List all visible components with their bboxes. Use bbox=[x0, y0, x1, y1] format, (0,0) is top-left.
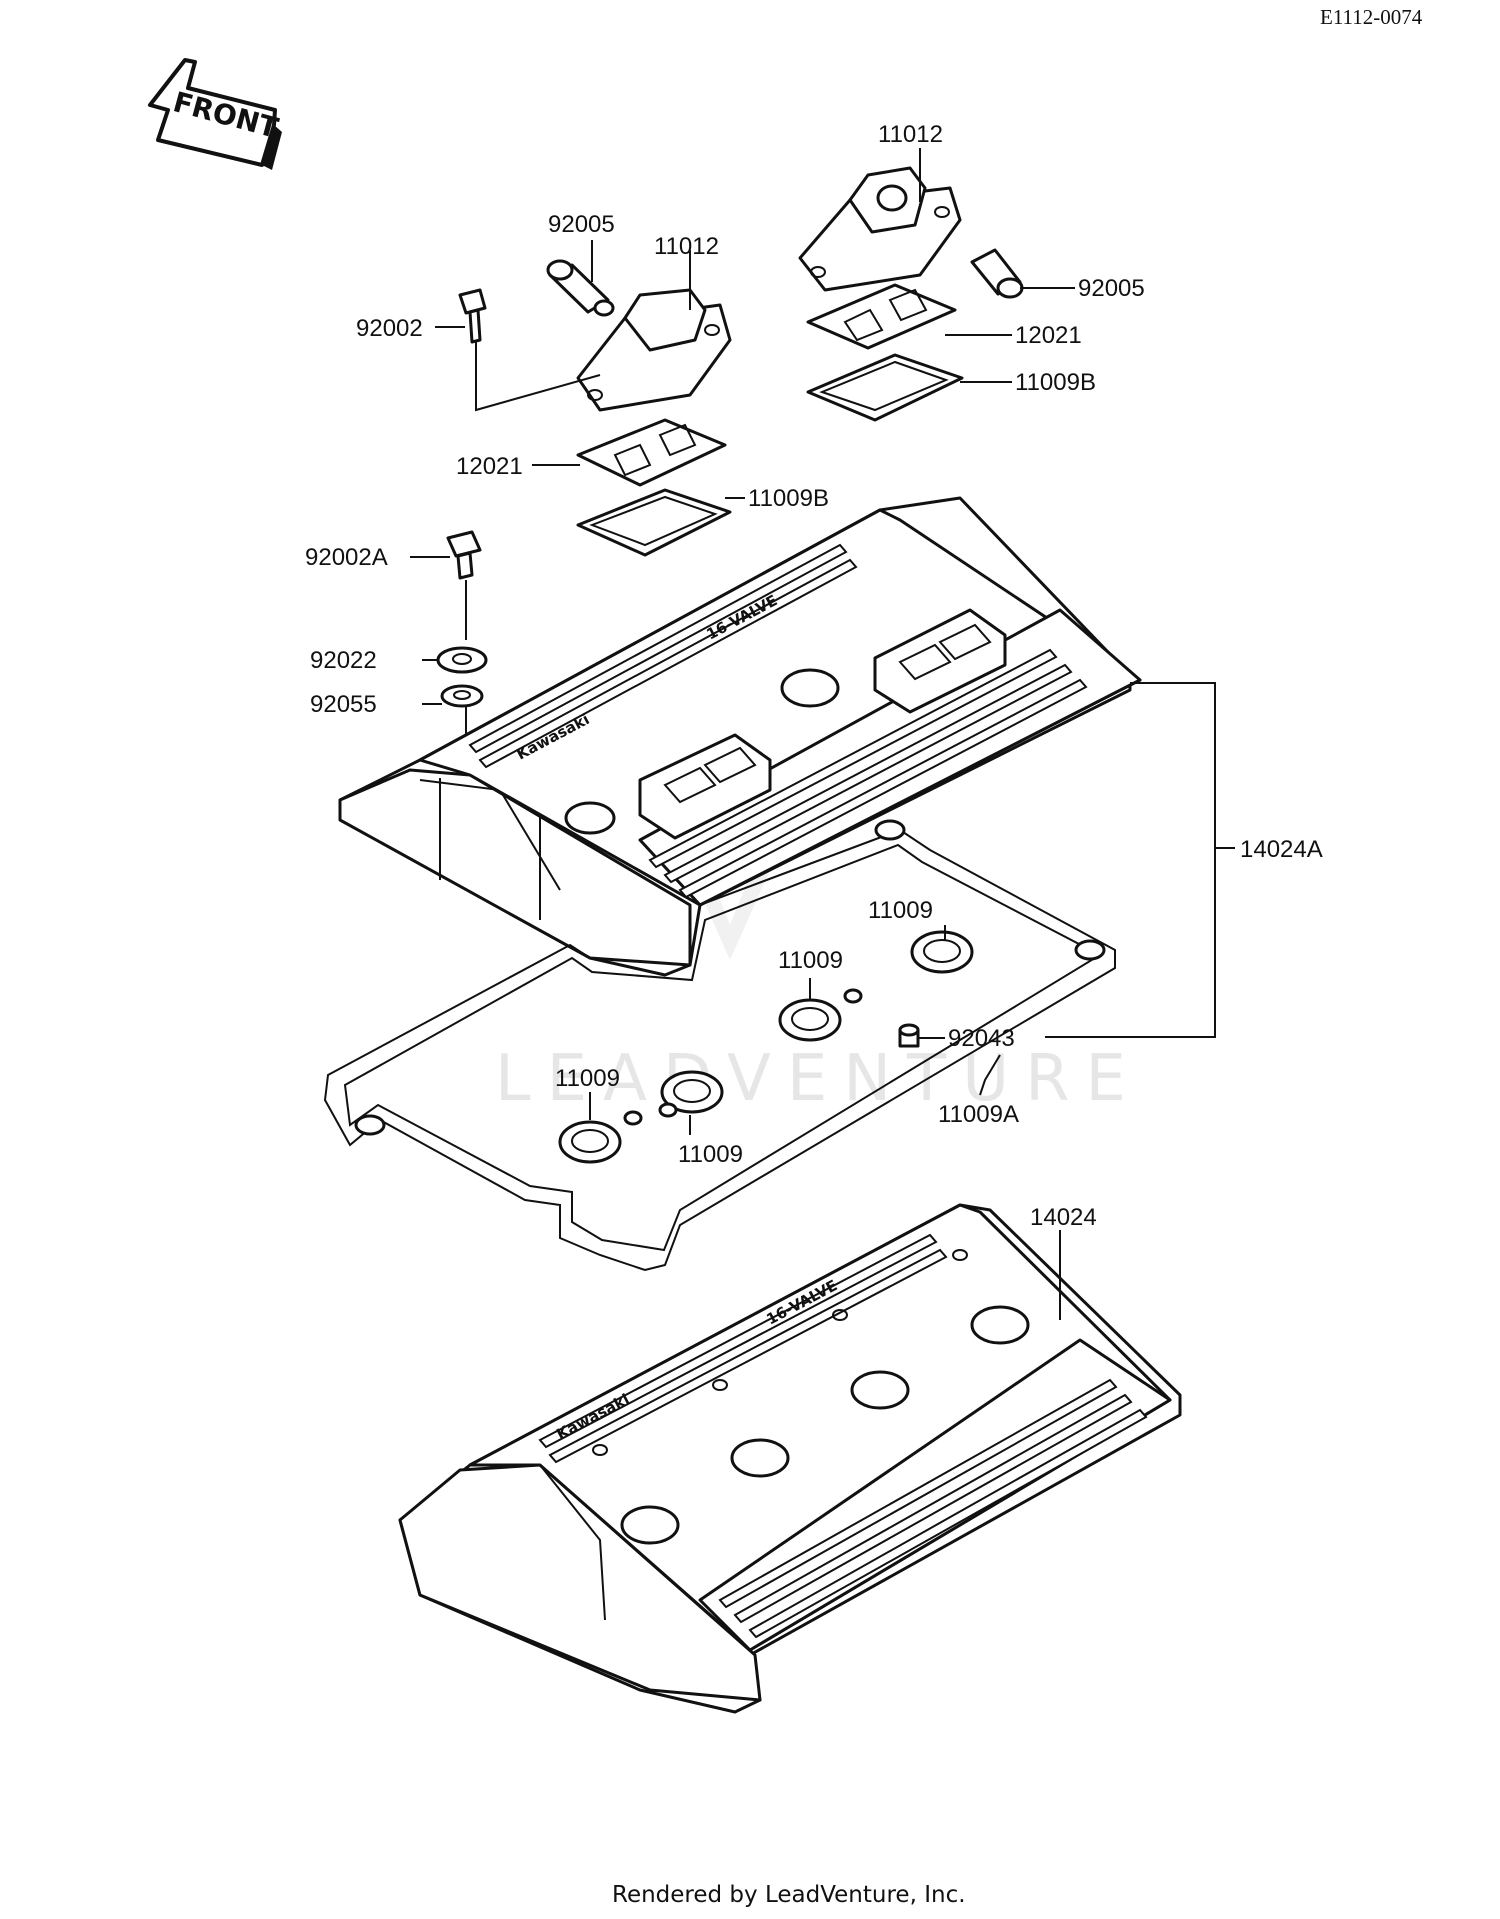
label-11009-c: 11009 bbox=[555, 1065, 620, 1092]
reed-plate-left bbox=[576, 418, 727, 487]
label-92002: 92002 bbox=[356, 315, 423, 342]
leader-lines bbox=[410, 148, 1235, 1320]
label-11009-d: 11009 bbox=[678, 1141, 743, 1168]
hose-fitting-right bbox=[970, 248, 1024, 299]
gasket-left bbox=[576, 488, 732, 557]
head-cover-upper: Kawasaki 16-VALVE bbox=[338, 496, 1142, 977]
head-cover-gasket bbox=[323, 819, 1116, 1272]
part-labels: 11012 92005 11012 92005 92002 12021 1100… bbox=[305, 121, 1323, 1231]
plug-seal-4 bbox=[558, 1110, 643, 1164]
label-92022: 92022 bbox=[310, 647, 377, 674]
label-11009-a: 11009 bbox=[868, 897, 933, 924]
breather-cover-right bbox=[798, 166, 962, 292]
diagram-code: E1112-0074 bbox=[1320, 5, 1423, 29]
plug-seal-1 bbox=[910, 930, 974, 974]
label-92005-right: 92005 bbox=[1078, 275, 1145, 302]
label-14024a: 14024A bbox=[1240, 836, 1323, 863]
label-12021-right: 12021 bbox=[1015, 322, 1082, 349]
plug-seal-2 bbox=[778, 988, 863, 1042]
head-cover-lower: Kawasaki 16-VALVE bbox=[398, 1203, 1182, 1714]
label-92002a: 92002A bbox=[305, 544, 388, 571]
front-arrow-icon: FRONT bbox=[148, 58, 282, 170]
label-11009a: 11009A bbox=[938, 1101, 1019, 1128]
dowel-92043 bbox=[898, 1023, 920, 1048]
label-11009b-left: 11009B bbox=[748, 485, 829, 512]
label-11012-right: 11012 bbox=[878, 121, 943, 148]
label-12021-left: 12021 bbox=[456, 453, 523, 480]
label-14024: 14024 bbox=[1030, 1204, 1097, 1231]
label-11012-left: 11012 bbox=[654, 233, 719, 260]
footer-credit: Rendered by LeadVenture, Inc. bbox=[612, 1882, 966, 1908]
breather-cover-left bbox=[576, 288, 732, 412]
plug-seal-3 bbox=[658, 1070, 724, 1118]
hose-fitting-left bbox=[546, 259, 615, 317]
label-11009b-right: 11009B bbox=[1015, 369, 1096, 396]
reed-plate-right bbox=[806, 283, 957, 350]
bolt-92002 bbox=[458, 288, 601, 412]
washer-92022 bbox=[436, 646, 488, 674]
label-92005-left: 92005 bbox=[548, 211, 615, 238]
label-92043: 92043 bbox=[948, 1025, 1015, 1052]
label-92055: 92055 bbox=[310, 691, 377, 718]
gasket-right bbox=[806, 353, 964, 422]
watermark-text: LEADVENTURE bbox=[495, 1042, 1142, 1116]
bolt-92002a bbox=[446, 530, 482, 640]
label-11009-b: 11009 bbox=[778, 947, 843, 974]
